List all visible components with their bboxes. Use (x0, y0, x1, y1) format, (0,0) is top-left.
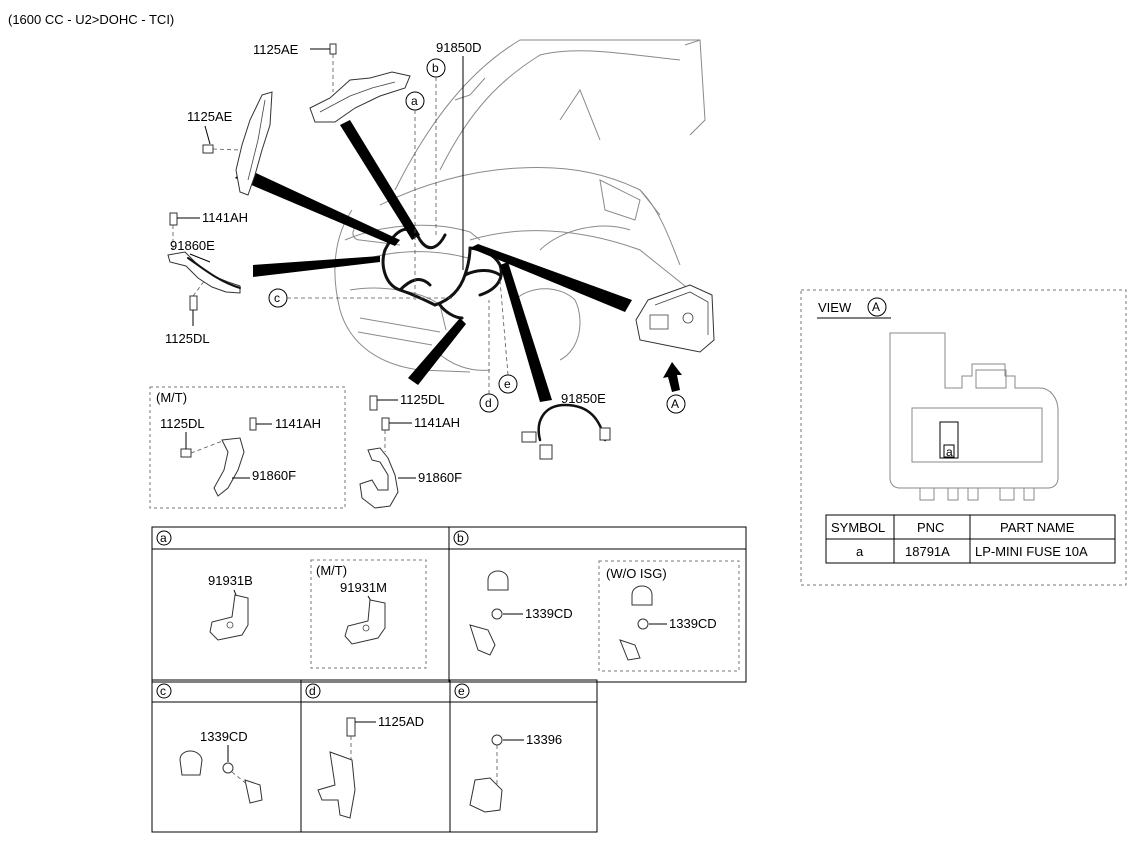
svg-text:e: e (458, 684, 465, 698)
detail-section-b: b 1339CD (W/O ISG) 1339CD (448, 526, 747, 683)
harness-91860E-group (167, 212, 241, 326)
fuse-box-part (635, 284, 715, 353)
mt-label-91860F: 91860F (252, 468, 296, 483)
view-panel: VIEW A a SYMBOL PNC PART NAME a 18791 (800, 289, 1127, 586)
svg-text:e: e (504, 377, 511, 391)
label-91860F-mid: 91860F (418, 470, 462, 485)
detail-section-a: a 91931B (M/T) 91931M (151, 526, 450, 683)
mt-box: (M/T) 1125DL 1141AH 91860F (149, 386, 346, 509)
table-header-symbol: SYMBOL (831, 520, 885, 535)
svg-text:A: A (671, 397, 679, 411)
bolt-icon (249, 417, 257, 431)
callout-a: a (405, 91, 425, 300)
harness-91860F-mid-group (359, 395, 412, 509)
svg-text:b: b (432, 61, 439, 75)
table-cell-symbol: a (856, 544, 864, 559)
detail-section-e: e 13396 (449, 679, 598, 833)
part-1339CD-b-right: 1339CD (669, 616, 717, 631)
bracket-top (309, 43, 411, 123)
view-arrow: A (663, 362, 686, 414)
label-1125AE-top: 1125AE (253, 42, 299, 57)
label-91850E: 91850E (561, 391, 606, 406)
part-1339CD-c: 1339CD (200, 729, 248, 744)
callout-c: c (268, 288, 455, 308)
bolt-icon (202, 144, 214, 154)
bolt-icon (381, 417, 390, 431)
bracket-left (202, 91, 273, 196)
label-91850D: 91850D (436, 40, 482, 55)
svg-text:a: a (411, 94, 418, 108)
label-1125DL-mid: 1125DL (400, 392, 445, 407)
svg-text:a: a (160, 531, 167, 545)
view-table: SYMBOL PNC PART NAME a 18791A LP-MINI FU… (825, 514, 1116, 564)
part-1339CD-b-left: 1339CD (525, 606, 573, 621)
wo-isg-title: (W/O ISG) (606, 566, 667, 581)
svg-text:c: c (274, 291, 280, 305)
table-cell-part-name: LP-MINI FUSE 10A (975, 544, 1088, 559)
detail-section-c: c 1339CD (151, 679, 302, 833)
mt-title-a: (M/T) (316, 563, 347, 578)
svg-text:d: d (485, 396, 492, 410)
mt-label-1125DL: 1125DL (160, 416, 205, 431)
label-91860E: 91860E (170, 238, 215, 253)
bolt-icon (180, 448, 192, 458)
wire-harness (381, 227, 503, 320)
bolt-icon (189, 295, 198, 311)
svg-text:d: d (309, 684, 316, 698)
engine-spec-title: (1600 CC - U2>DOHC - TCI) (8, 12, 174, 27)
table-header-part-name: PART NAME (1000, 520, 1075, 535)
part-13396: 13396 (526, 732, 562, 747)
mt-label-1141AH: 1141AH (275, 416, 321, 431)
leader-wedges (235, 120, 632, 402)
bolt-icon (369, 395, 378, 411)
label-1125DL-left: 1125DL (165, 331, 210, 346)
fuse-a-label: a (946, 445, 953, 459)
table-cell-pnc: 18791A (905, 544, 950, 559)
label-1141AH-left: 1141AH (202, 210, 248, 225)
detail-section-d: d 1125AD (300, 679, 451, 833)
svg-text:c: c (160, 684, 166, 698)
table-header-pnc: PNC (917, 520, 944, 535)
svg-text:b: b (457, 531, 464, 545)
bolt-icon (346, 717, 356, 737)
callout-e: e (498, 279, 518, 394)
part-1125AD: 1125AD (378, 714, 424, 729)
part-91931M: 91931M (340, 580, 387, 595)
callout-d: d (479, 300, 499, 413)
callout-b: b (426, 58, 446, 235)
label-1141AH-mid: 1141AH (414, 415, 460, 430)
mt-box-title: (M/T) (156, 390, 187, 405)
label-1125AE-left: 1125AE (187, 109, 233, 124)
part-91931B: 91931B (208, 573, 253, 588)
bolt-icon (169, 212, 178, 226)
view-title: VIEW (818, 300, 852, 315)
harness-91850E (521, 403, 611, 460)
view-letter: A (872, 300, 880, 314)
bolt-icon (329, 43, 337, 55)
